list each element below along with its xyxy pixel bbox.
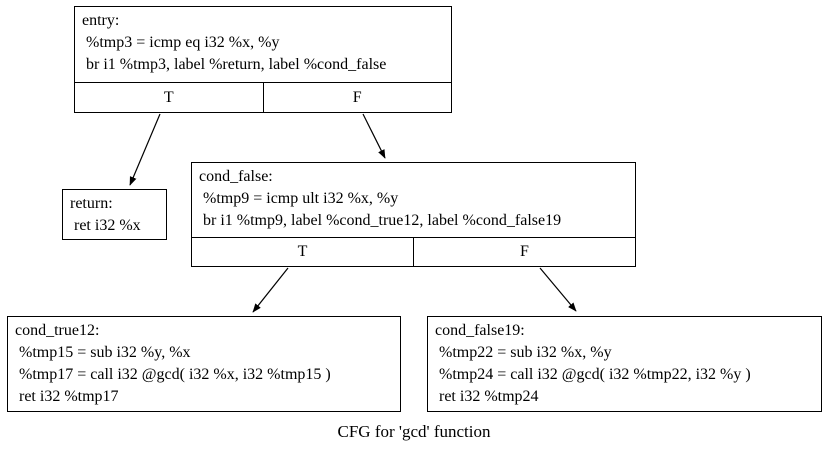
graph-caption: CFG for 'gcd' function (337, 422, 491, 441)
cond-false-true-port: T (297, 243, 308, 260)
instruction: br i1 %tmp9, label %cond_true12, label %… (199, 212, 562, 229)
instruction: %tmp9 = icmp ult i32 %x, %y (199, 190, 399, 207)
edge-entry-false-to-cond-false (362, 113, 386, 159)
return-instructions: return: ret i32 %x (63, 190, 166, 239)
cfg-node-return: return: ret i32 %x (62, 189, 167, 240)
block-label: cond_false: (199, 168, 273, 185)
instruction: %tmp3 = icmp eq i32 %x, %y (82, 34, 280, 51)
instruction: br i1 %tmp3, label %return, label %cond_… (82, 56, 387, 73)
cond-false-branch-ports: T F (192, 237, 635, 266)
block-label: return: (70, 195, 113, 212)
entry-instructions: entry: %tmp3 = icmp eq i32 %x, %y br i1 … (75, 7, 451, 82)
edge-cond-false-false-to-cond-false19 (539, 267, 577, 312)
block-label: cond_true12: (15, 322, 100, 339)
entry-true-port: T (163, 89, 174, 106)
cond-true12-instructions: cond_true12: %tmp15 = sub i32 %y, %x %tm… (8, 317, 400, 411)
instruction: %tmp24 = call i32 @gcd( i32 %tmp22, i32 … (435, 366, 751, 383)
cond-false-false-port: F (413, 238, 635, 266)
cfg-node-cond-false: cond_false: %tmp9 = icmp ult i32 %x, %y … (191, 162, 636, 267)
entry-false-port: F (262, 83, 452, 112)
instruction: %tmp15 = sub i32 %y, %x (15, 344, 191, 361)
instruction: ret i32 %x (70, 217, 141, 234)
cond-false-instructions: cond_false: %tmp9 = icmp ult i32 %x, %y … (192, 163, 635, 237)
cfg-node-entry: entry: %tmp3 = icmp eq i32 %x, %y br i1 … (74, 6, 452, 113)
instruction: ret i32 %tmp24 (435, 388, 539, 405)
edge-cond-false-true-to-cond-true12 (252, 267, 289, 313)
block-label: cond_false19: (435, 322, 525, 339)
instruction: %tmp17 = call i32 @gcd( i32 %x, i32 %tmp… (15, 366, 331, 383)
entry-branch-ports: T F (75, 82, 451, 112)
instruction: ret i32 %tmp17 (15, 388, 119, 405)
edge-entry-true-to-return (129, 113, 161, 186)
cfg-node-cond-true12: cond_true12: %tmp15 = sub i32 %y, %x %tm… (7, 316, 401, 412)
block-label: entry: (82, 12, 120, 29)
cfg-node-cond-false19: cond_false19: %tmp22 = sub i32 %x, %y %t… (427, 316, 822, 412)
cond-false19-instructions: cond_false19: %tmp22 = sub i32 %x, %y %t… (428, 317, 821, 411)
instruction: %tmp22 = sub i32 %x, %y (435, 344, 612, 361)
